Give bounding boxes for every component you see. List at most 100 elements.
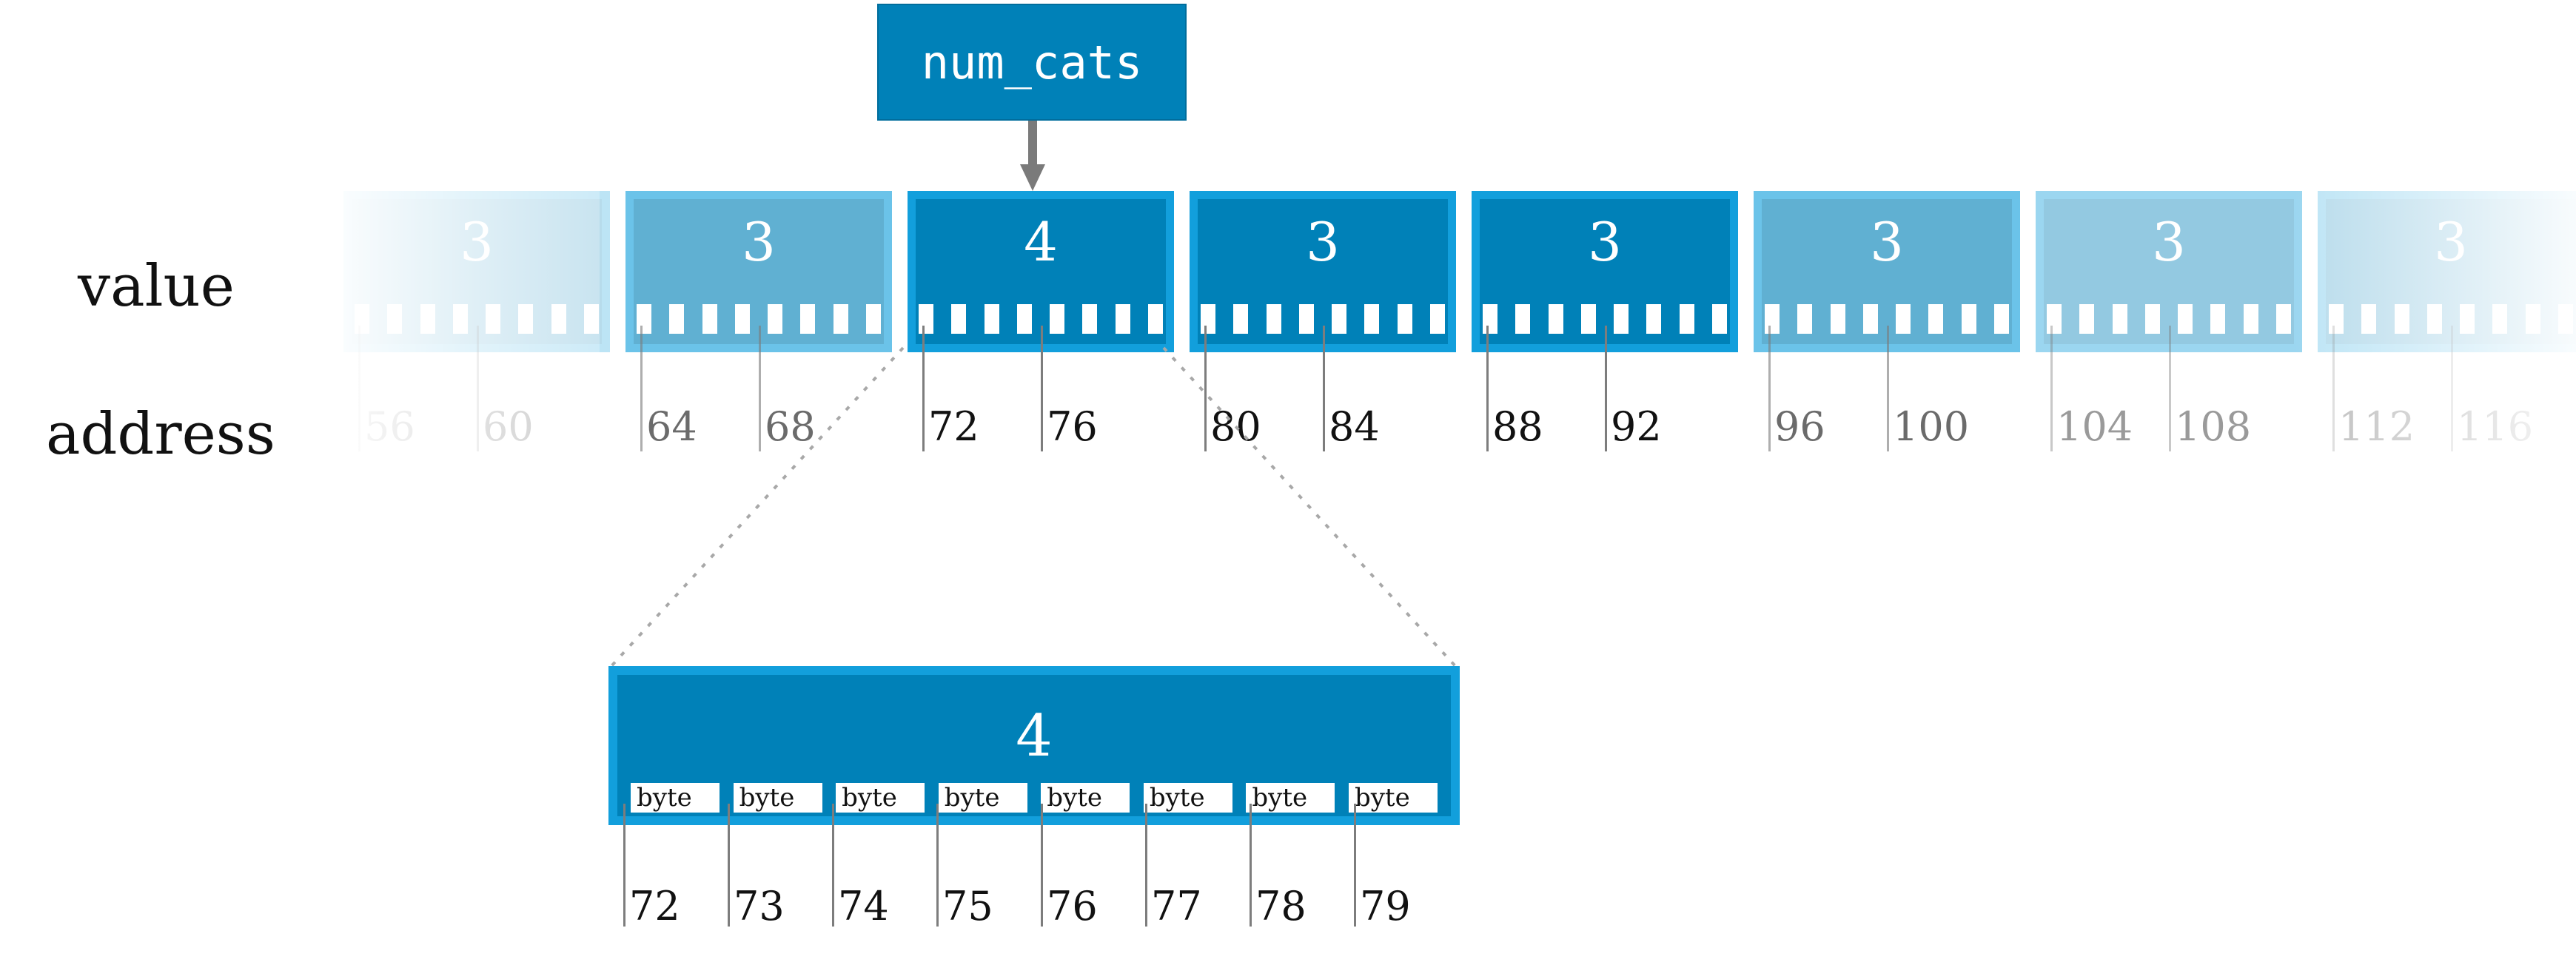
byte-ticks <box>919 304 1163 334</box>
memory-cell: 3 <box>1472 191 1738 352</box>
byte-tick <box>1961 304 1976 334</box>
byte-tick <box>2275 304 2291 334</box>
address-label: 96 <box>1774 403 1825 450</box>
byte-address-label: 77 <box>1151 883 1202 929</box>
byte-cell: byte <box>631 783 720 813</box>
byte-tick <box>865 304 881 334</box>
byte-address-line <box>1354 804 1356 927</box>
byte-address-label: 74 <box>838 883 889 929</box>
byte-tick <box>1050 304 1065 334</box>
byte-address-label: 79 <box>1360 883 1411 929</box>
byte-tick <box>1993 304 2009 334</box>
memory-cell-value: 3 <box>1870 211 1904 273</box>
address-line <box>922 326 925 451</box>
byte-address-label: 73 <box>734 883 785 929</box>
byte-address-line <box>832 804 834 927</box>
address-label: 64 <box>646 403 697 450</box>
byte-tick <box>1266 304 1281 334</box>
byte-address-line <box>1041 804 1043 927</box>
memory-cell-value: 4 <box>1024 211 1058 273</box>
byte-tick <box>1928 304 1944 334</box>
variable-box: num_cats <box>877 4 1187 121</box>
value-row-label: value <box>78 253 235 320</box>
memory-cell-value: 3 <box>1306 211 1340 273</box>
byte-tick <box>1679 304 1694 334</box>
address-line <box>2050 326 2053 451</box>
byte-tick <box>669 304 685 334</box>
byte-tick <box>2079 304 2095 334</box>
byte-tick <box>2243 304 2258 334</box>
byte-tick <box>1830 304 1845 334</box>
byte-tick <box>833 304 848 334</box>
zoom-guide-left <box>610 346 905 668</box>
byte-tick <box>1298 304 1314 334</box>
byte-tick <box>1397 304 1412 334</box>
byte-cell: byte <box>836 783 925 813</box>
address-label: 104 <box>2056 403 2133 450</box>
byte-address-line <box>1145 804 1147 927</box>
byte-tick <box>734 304 750 334</box>
memory-cell: 3 <box>1190 191 1456 352</box>
byte-address-label: 76 <box>1047 883 1098 929</box>
address-line <box>1041 326 1043 451</box>
address-line <box>640 326 643 451</box>
byte-tick <box>1646 304 1662 334</box>
memory-cell-value: 3 <box>1588 211 1622 273</box>
byte-address-label: 75 <box>942 883 993 929</box>
byte-tick <box>2178 304 2193 334</box>
byte-tick <box>768 304 783 334</box>
byte-tick <box>1580 304 1596 334</box>
byte-cell: byte <box>1041 783 1130 813</box>
byte-address-label: 72 <box>629 883 680 929</box>
address-label: 92 <box>1611 403 1662 450</box>
byte-tick <box>1115 304 1130 334</box>
byte-tick <box>984 304 999 334</box>
byte-tick <box>951 304 967 334</box>
byte-tick <box>1233 304 1249 334</box>
address-line <box>1204 326 1207 451</box>
address-line <box>1486 326 1489 451</box>
byte-tick <box>800 304 816 334</box>
left-fade-overlay <box>333 185 600 466</box>
zoomed-cell-value: 4 <box>1016 703 1053 770</box>
byte-cell: byte <box>1246 783 1335 813</box>
byte-tick <box>1332 304 1347 334</box>
address-label: 100 <box>1893 403 1970 450</box>
byte-cell: byte <box>1348 783 1438 813</box>
byte-tick <box>1016 304 1032 334</box>
byte-cell: byte <box>1143 783 1232 813</box>
byte-tick <box>2047 304 2062 334</box>
byte-tick <box>2112 304 2127 334</box>
byte-tick <box>1614 304 1629 334</box>
byte-address-line <box>936 804 939 927</box>
address-line <box>1323 326 1325 451</box>
byte-address-line <box>1250 804 1252 927</box>
memory-cell-value: 3 <box>742 211 776 273</box>
address-label: 68 <box>765 403 816 450</box>
byte-tick <box>1082 304 1098 334</box>
address-line <box>2169 326 2171 451</box>
byte-tick <box>1515 304 1531 334</box>
byte-tick <box>1862 304 1878 334</box>
byte-tick <box>1548 304 1563 334</box>
byte-cell: byte <box>733 783 822 813</box>
byte-tick <box>1147 304 1163 334</box>
address-line <box>1768 326 1771 451</box>
memory-cell: 3 <box>625 191 892 352</box>
memory-cell: 4 <box>908 191 1174 352</box>
pointer-arrow-shaft <box>1028 121 1037 167</box>
memory-cell-value: 3 <box>2152 211 2186 273</box>
byte-tick <box>1711 304 1727 334</box>
address-label: 84 <box>1329 403 1380 450</box>
byte-tick <box>1896 304 1911 334</box>
byte-ticks <box>637 304 881 334</box>
right-fade-overlay <box>2295 185 2576 466</box>
address-label: 76 <box>1047 403 1098 450</box>
byte-tick <box>2210 304 2226 334</box>
byte-address-line <box>728 804 730 927</box>
address-label: 88 <box>1492 403 1543 450</box>
address-label: 72 <box>928 403 979 450</box>
